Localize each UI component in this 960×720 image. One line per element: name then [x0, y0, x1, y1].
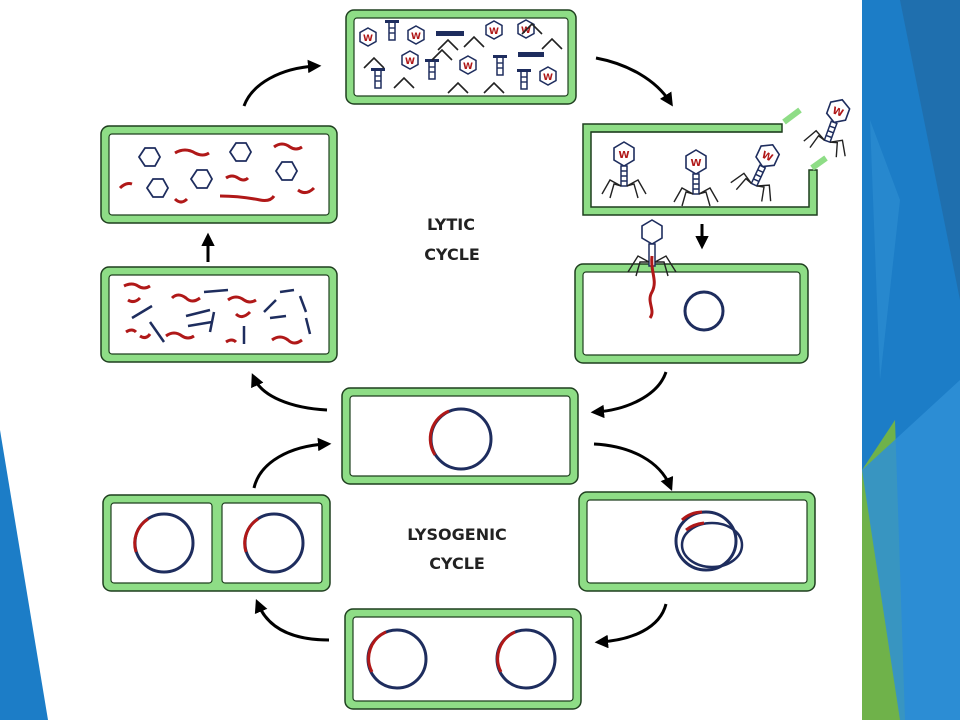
cell-attachment — [582, 91, 864, 216]
cell-lysogen — [344, 608, 582, 710]
cell-synthesis — [100, 125, 338, 224]
cell-replication — [100, 266, 338, 363]
slide-decoration-right — [862, 0, 960, 720]
cell-integration — [341, 387, 579, 485]
lysogenic-label-line1: LYSOGENIC — [407, 525, 507, 544]
process-arrows — [201, 56, 709, 649]
lysogenic-label-line2: CYCLE — [429, 554, 485, 573]
cell-assembly — [345, 9, 577, 105]
cell-division — [102, 494, 331, 592]
slide-decoration-left — [0, 430, 48, 720]
lytic-label-line2: CYCLE — [424, 245, 480, 264]
cell-injection — [574, 219, 809, 364]
lytic-label-line1: LYTIC — [427, 215, 475, 234]
cell-prophage — [578, 491, 816, 592]
